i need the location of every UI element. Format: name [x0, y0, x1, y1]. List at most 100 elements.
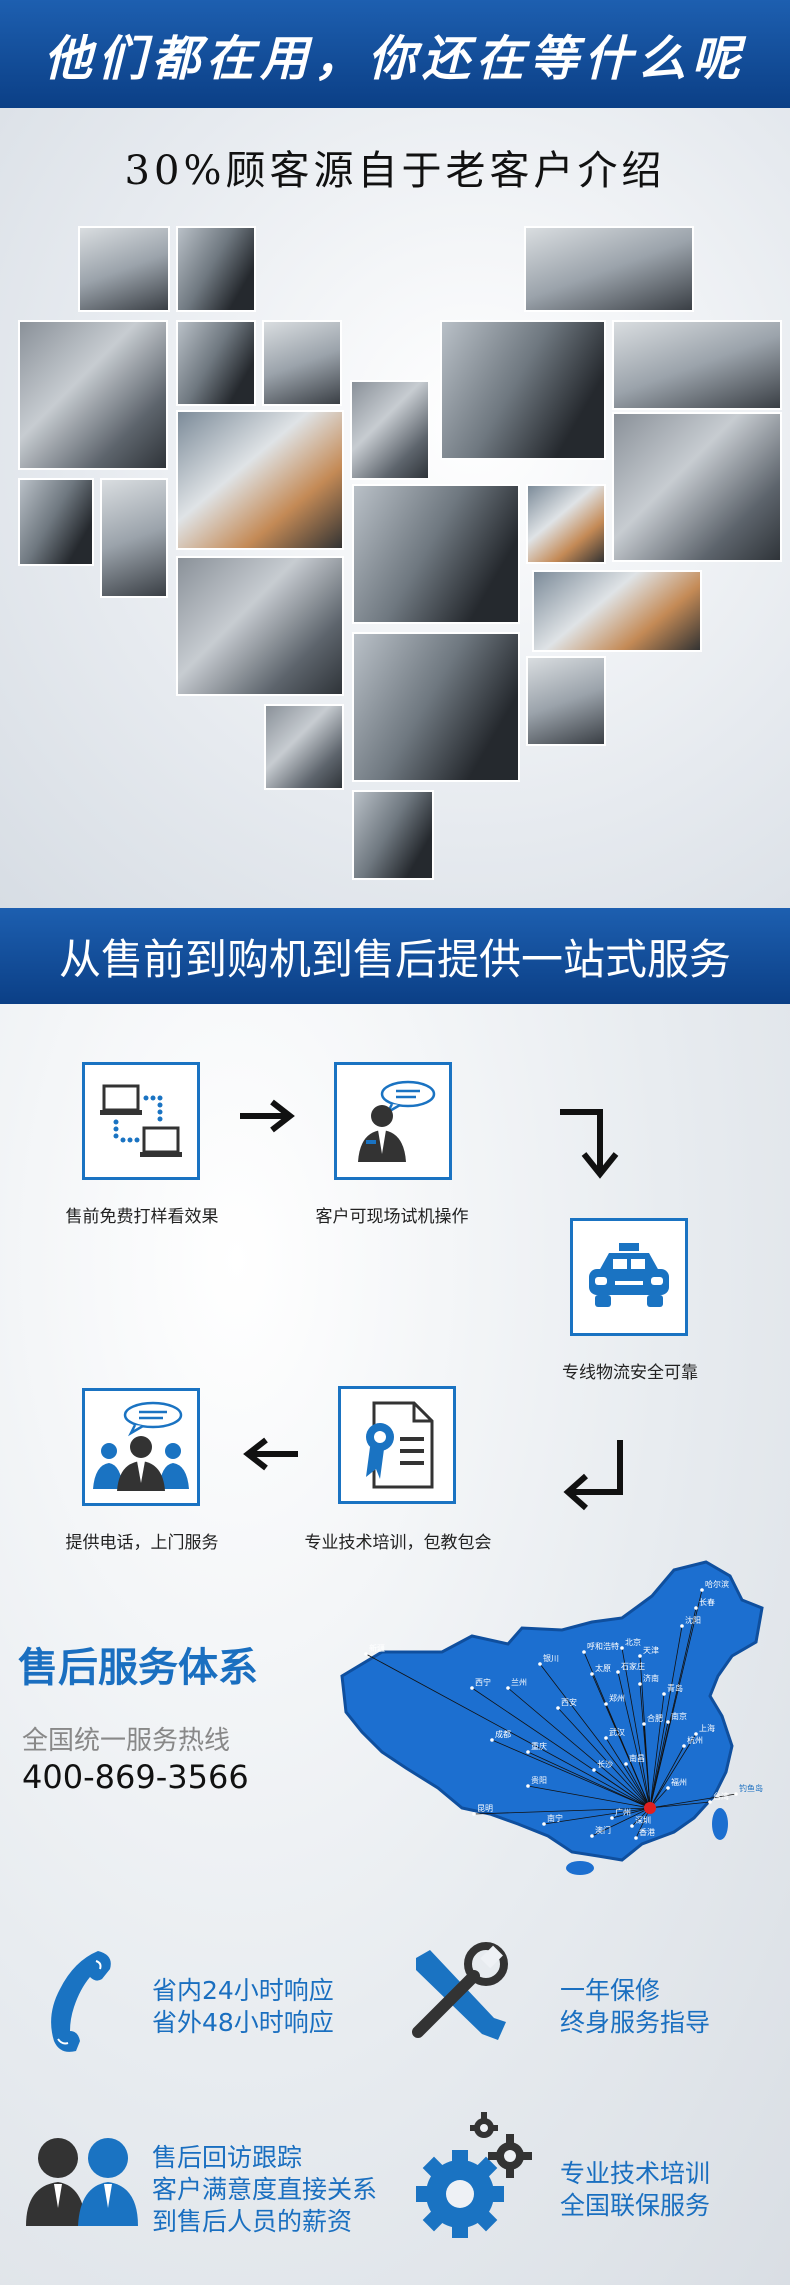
step-training-label: 专业技术培训，包教包会 [304, 1533, 492, 1553]
china-map-shape [340, 1560, 764, 1862]
map-city-label: 沈阳 [685, 1615, 701, 1625]
map-city-label: 哈尔滨 [705, 1579, 729, 1589]
map-route-line [649, 1607, 697, 1809]
feature-warranty-line: 一年保修 [560, 1976, 661, 2005]
client-photo [526, 656, 606, 746]
map-city-dot [506, 1686, 510, 1690]
map-city-label: 贵阳 [531, 1775, 547, 1785]
step-trial-icon-box [334, 1062, 452, 1180]
client-photo [612, 320, 782, 410]
after-sales-title: 售后服务体系 [18, 1645, 258, 1691]
map-city-label: 钓鱼岛 [739, 1783, 763, 1793]
client-photo [100, 478, 168, 598]
taiwan-shape [712, 1808, 728, 1840]
car-icon [589, 1243, 669, 1307]
map-city-label: 长沙 [597, 1759, 613, 1769]
map-route-line [625, 1763, 651, 1809]
hotline-number[interactable]: 400-869-3566 [22, 1758, 249, 1796]
china-service-map: 哈尔滨长春沈阳呼和浩特北京天津新疆银川太原石家庄济南青岛西宁兰州西安郑州合肥南京… [340, 1560, 764, 1875]
step-onsite-icon-box [82, 1388, 200, 1506]
client-photo [18, 320, 168, 470]
map-route-line [507, 1687, 651, 1809]
map-route-line [365, 1653, 651, 1809]
map-city-dot [662, 1692, 666, 1696]
map-city-label: 合肥 [647, 1713, 663, 1723]
map-city-dot [526, 1784, 530, 1788]
hainan-shape [566, 1861, 594, 1875]
map-route-line [593, 1769, 651, 1809]
feature-followup-line: 到售后人员的薪资 [152, 2207, 353, 2236]
map-route-line [539, 1663, 651, 1809]
feature-followup-line: 客户满意度直接关系 [152, 2175, 378, 2204]
map-route-line [649, 1721, 669, 1809]
map-city-label: 南京 [671, 1711, 687, 1721]
computer-network-icon [100, 1084, 182, 1157]
map-route-line [649, 1745, 685, 1809]
map-city-label: 西安 [561, 1697, 577, 1707]
feature-response-text: 省内24小时响应 省外48小时响应 [152, 1975, 334, 2039]
map-route-line [617, 1671, 651, 1809]
client-photo [176, 226, 256, 312]
map-city-dot [694, 1732, 698, 1736]
map-city-label: 澳门 [595, 1825, 611, 1835]
map-route-line [527, 1751, 651, 1809]
clients-subtitle: 30%顾客源自于老客户介绍 [124, 148, 666, 194]
map-route-line [649, 1693, 665, 1809]
map-city-label: 重庆 [531, 1741, 547, 1751]
map-route-line [591, 1807, 651, 1837]
feature-training-line: 专业技术培训 [560, 2159, 711, 2188]
client-photo [176, 320, 256, 406]
client-photo [526, 484, 606, 564]
map-city-label: 西宁 [475, 1677, 491, 1687]
service-banner: 从售前到购机到售后提供一站式服务 [0, 908, 790, 1004]
map-route-line [605, 1737, 651, 1809]
arrow-right-icon [240, 1099, 295, 1133]
map-city-dot [634, 1836, 638, 1840]
map-city-label: 福州 [671, 1778, 687, 1787]
map-route-line [649, 1793, 737, 1809]
feature-followup-text: 售后回访跟踪 客户满意度直接关系 到售后人员的薪资 [152, 2142, 377, 2238]
map-city-label: 天津 [643, 1645, 659, 1655]
client-photo [176, 410, 344, 550]
feature-response-line: 省内24小时响应 [152, 1976, 334, 2005]
arrow-down-icon [560, 1109, 619, 1179]
map-city-dot [538, 1662, 542, 1666]
map-city-dot [590, 1834, 594, 1838]
map-city-label: 广州 [615, 1807, 631, 1817]
map-city-label: 香港 [639, 1827, 655, 1837]
step-presale-label: 售前免费打样看效果 [65, 1207, 219, 1227]
people-icon [26, 2138, 138, 2226]
map-city-label: 武汉 [609, 1727, 625, 1737]
map-city-dot [592, 1768, 596, 1772]
map-city-label: 石家庄 [621, 1661, 645, 1671]
arrow-return-left-icon [563, 1440, 623, 1511]
banner-title: 他们都在用，你还在等什么呢 [43, 31, 746, 87]
map-city-dot [666, 1720, 670, 1724]
map-city-label: 北京 [625, 1637, 641, 1647]
step-trial-label: 客户可现场试机操作 [315, 1207, 469, 1227]
map-city-dot [694, 1606, 698, 1610]
map-route-line [621, 1647, 651, 1809]
gears-icon [416, 2112, 532, 2238]
map-route-line [649, 1625, 683, 1809]
map-city-label: 新疆 [369, 1643, 385, 1653]
phone-icon [51, 1951, 111, 2052]
team-speech-icon [93, 1401, 189, 1491]
map-city-dot [638, 1654, 642, 1658]
map-city-label: 成都 [495, 1729, 511, 1739]
map-city-dot [470, 1686, 474, 1690]
map-city-label: 南宁 [547, 1813, 563, 1823]
map-route-line [649, 1733, 697, 1809]
client-photo [352, 484, 520, 624]
map-city-dot [542, 1822, 546, 1826]
feature-response-line: 省外48小时响应 [152, 2008, 334, 2037]
map-city-label: 青岛 [667, 1683, 683, 1693]
map-city-dot [680, 1624, 684, 1628]
feature-training-line: 全国联保服务 [560, 2191, 711, 2220]
map-city-label: 济南 [643, 1673, 659, 1683]
map-city-dot [364, 1652, 368, 1656]
map-city-dot [682, 1744, 686, 1748]
map-city-dot [630, 1824, 634, 1828]
feature-warranty-line: 终身服务指导 [560, 2008, 711, 2037]
map-city-dot [604, 1702, 608, 1706]
